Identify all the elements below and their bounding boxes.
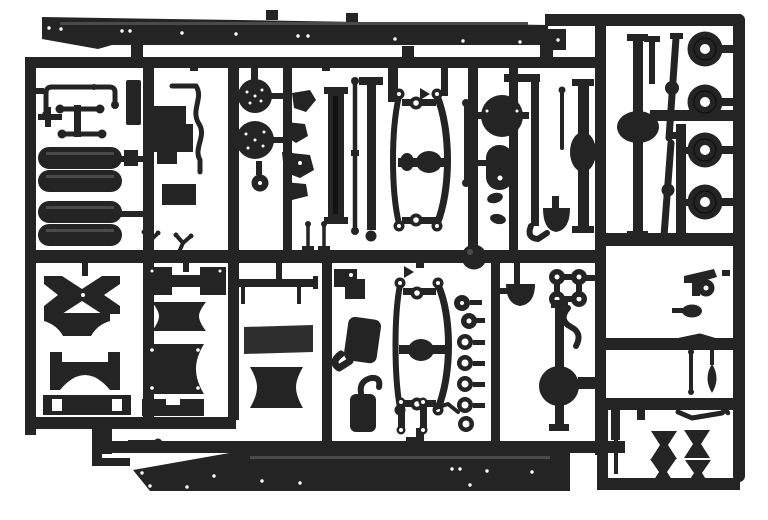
- shock-links: [396, 397, 460, 435]
- roller-rings: [454, 295, 485, 432]
- muffler-canisters: [331, 269, 383, 432]
- c-clamp: [92, 420, 163, 466]
- mount-plate: [244, 325, 313, 354]
- channel-beam: [324, 87, 348, 224]
- crossmember-saddle: [50, 352, 120, 390]
- bracket-parts: [282, 90, 316, 200]
- engine-parts: [141, 83, 205, 255]
- crossmember-channel: [146, 267, 226, 295]
- wheel-hubs: [684, 31, 734, 220]
- exhaust-pipe-bend: [560, 305, 582, 349]
- tie-rods: [351, 77, 470, 242]
- chassis-rail-bottom: [133, 437, 570, 491]
- leaf-spring-axle-front: [390, 62, 451, 232]
- oval-cover: [478, 145, 513, 190]
- axle-housing-left: [558, 79, 596, 233]
- needle-shock: [607, 398, 731, 474]
- hook-rod: [504, 74, 550, 242]
- drive-shafts: [644, 33, 683, 240]
- crossmember-hourglass-mid: [250, 367, 303, 408]
- brake-drums: [236, 79, 330, 250]
- chassis-rail-top: [42, 10, 566, 62]
- crossmember-x: [44, 276, 120, 314]
- air-tanks: [38, 147, 144, 246]
- crossmember-arched: [44, 313, 110, 336]
- air-line-tubes: [36, 80, 141, 139]
- axle-housing-right: [617, 34, 659, 238]
- crossmember-hourglass-large: [146, 344, 204, 394]
- ball-joint: [461, 242, 487, 270]
- channel-bar-parts: [43, 395, 204, 416]
- shovel-bracket-upper: [543, 196, 570, 232]
- bumper-bar: [232, 276, 318, 304]
- shovel-bracket-lower: [500, 262, 535, 306]
- differential-cover: [478, 95, 529, 137]
- mirror-paddle-parts: [672, 269, 730, 318]
- differential-axle-lower: [539, 300, 595, 431]
- small-fittings: [487, 192, 506, 225]
- wheel-chocks: [650, 430, 711, 487]
- gate-stubs: [64, 62, 556, 425]
- crossmember-hourglass-small: [152, 302, 206, 331]
